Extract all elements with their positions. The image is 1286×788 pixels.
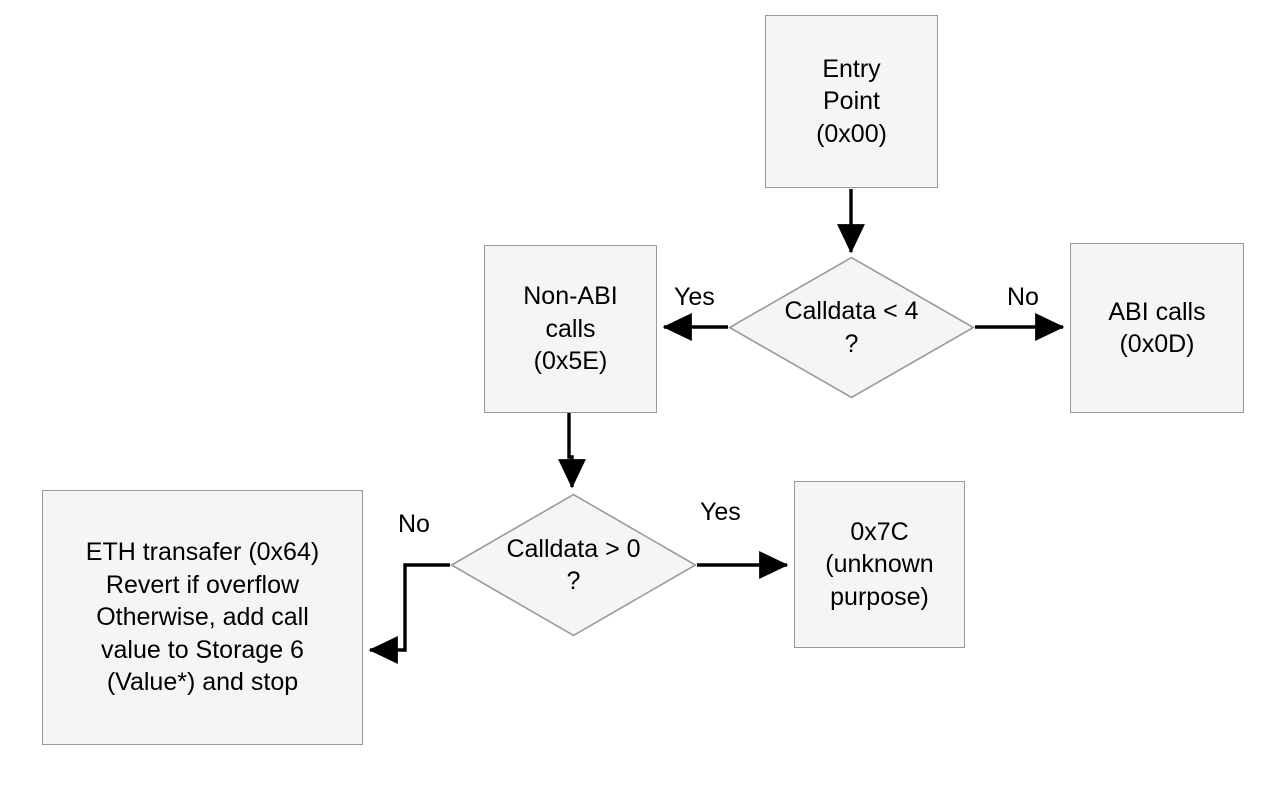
node-calldata-lt-4-label: Calldata < 4 ? (784, 297, 919, 358)
node-entry-point[interactable]: Entry Point (0x00) (765, 15, 938, 188)
node-unknown-purpose[interactable]: 0x7C (unknown purpose) (794, 481, 965, 648)
node-non-abi-calls[interactable]: Non-ABI calls (0x5E) (484, 245, 657, 413)
node-abi-calls[interactable]: ABI calls (0x0D) (1070, 243, 1244, 413)
edge-label-calldata-gt-0-yes: Yes (700, 498, 741, 526)
edge-calldata-gt-0-no (368, 563, 450, 664)
edge-label-calldata-lt-4-yes: Yes (674, 283, 715, 311)
edge-label-calldata-gt-0-no: No (398, 510, 430, 538)
diamond-shape (450, 493, 697, 637)
node-calldata-gt-0-label: Calldata > 0 ? (506, 534, 641, 596)
diamond-shape (728, 256, 975, 399)
edge-label-calldata-lt-4-no: No (1007, 283, 1039, 311)
node-eth-transfer[interactable]: ETH transafer (0x64) Revert if overflow … (42, 490, 363, 745)
node-calldata-gt-0[interactable]: Calldata > 0 ? (450, 493, 697, 637)
edge-non-abi-to-calldata-gt-0 (558, 413, 586, 489)
node-calldata-lt-4[interactable]: Calldata < 4 ? (728, 256, 975, 399)
